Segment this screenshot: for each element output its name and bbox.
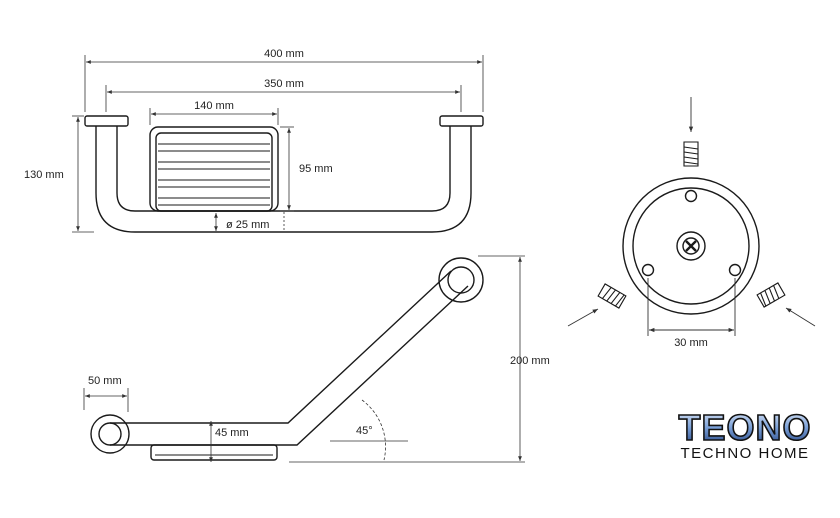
screw-icon-right [756, 282, 786, 308]
side-basket [150, 444, 278, 461]
side-view-labels: 50 mm 45 mm 45° 200 mm [88, 355, 550, 439]
right-rosette-outer [438, 257, 484, 303]
inner-width-label: 350 mm [264, 78, 304, 90]
flange-hole-top [684, 189, 698, 203]
side-view [90, 257, 484, 461]
left-rosette-inner [98, 422, 122, 446]
logo-brand: TEONO [678, 407, 811, 448]
grab-bar-tube-outer [95, 126, 472, 233]
flange-arrows [567, 97, 816, 336]
arrow-icon-left [567, 308, 599, 327]
brand-logo: TEONO TECHNO HOME [678, 406, 812, 462]
screw-icon-left [597, 283, 627, 309]
right-flange [439, 115, 484, 127]
flange-screws [597, 141, 786, 309]
left-rosette-outer [90, 414, 130, 454]
flange-hole-right [728, 263, 742, 277]
angled-bar-top [110, 270, 452, 424]
top-view [84, 115, 484, 233]
logo-tagline: TECHNO HOME [681, 445, 810, 462]
flange-inner [632, 187, 750, 305]
basket-height-label: 95 mm [299, 163, 333, 175]
left-flange [84, 115, 129, 127]
tube-diameter-label: ø 25 mm [226, 219, 269, 231]
angle-label: 45° [356, 425, 373, 437]
hole-spacing-label: 30 mm [674, 337, 708, 349]
basket-inner [155, 132, 273, 212]
rise-label: 200 mm [510, 355, 550, 367]
height-label: 130 mm [24, 169, 64, 181]
arrow-icon-right [785, 307, 816, 327]
flange-hole-left [641, 263, 655, 277]
right-rosette-inner [447, 266, 475, 294]
offset-label: 50 mm [88, 375, 122, 387]
top-view-labels: 400 mm 350 mm 140 mm 130 mm 95 mm ø 25 m… [24, 48, 333, 231]
side-view-dimensions [83, 255, 525, 463]
flange-outer [622, 177, 760, 315]
center-screw-icon [676, 231, 706, 261]
top-view-dimensions [72, 55, 484, 233]
flange-view [622, 177, 760, 315]
overall-width-label: 400 mm [264, 48, 304, 60]
screw-icon-top [683, 141, 699, 167]
basket-width-label: 140 mm [194, 100, 234, 112]
basket-slats [158, 143, 270, 206]
basket-depth-label: 45 mm [215, 427, 249, 439]
